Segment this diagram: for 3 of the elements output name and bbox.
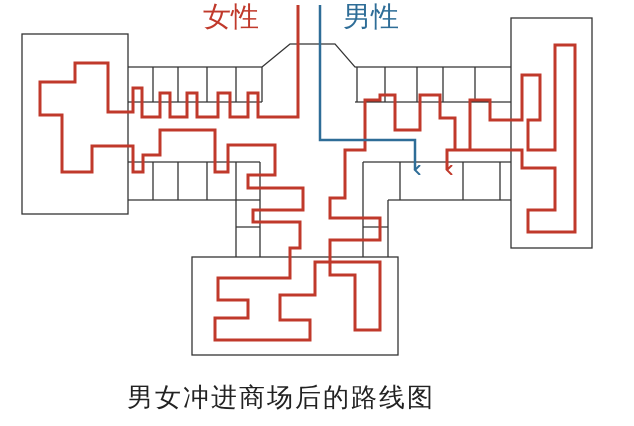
caption: 男女冲进商场后的路线图 [127, 382, 435, 414]
route-label: 男性 [343, 0, 399, 34]
route-label: 女性 [203, 0, 259, 34]
